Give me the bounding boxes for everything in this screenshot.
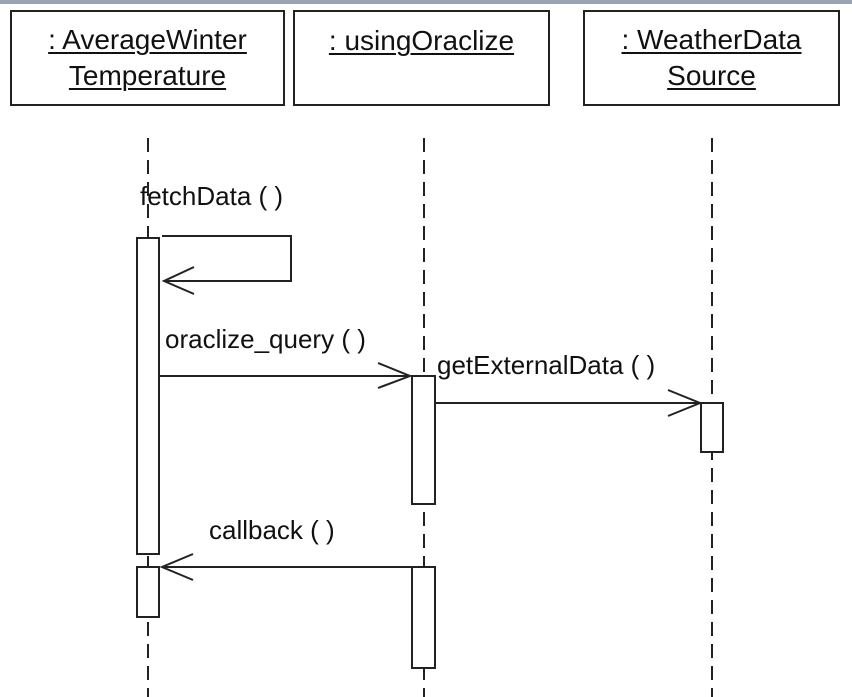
lifeline-weather-data-source[interactable]: : WeatherData Source: [583, 10, 840, 106]
arrowhead-callback: [159, 553, 194, 581]
lifeline-label-line1: : AverageWinter: [48, 24, 247, 55]
activation-bar-uo-query: [411, 375, 436, 505]
activation-bar-uo-callback: [411, 566, 436, 669]
arrowhead-oraclize-query: [377, 362, 413, 389]
activation-bar-awt-main: [136, 237, 160, 555]
lifeline-using-oraclize[interactable]: : usingOraclize: [293, 10, 550, 106]
message-arrow-fetchdata: [162, 235, 292, 282]
lifeline-label-line1: : WeatherData: [621, 24, 802, 55]
message-label-oraclize-query: oraclize_query ( ): [165, 324, 366, 354]
message-label-fetchdata: fetchData ( ): [140, 181, 284, 211]
message-label-get-external-data: getExternalData ( ): [437, 350, 656, 380]
lifeline-average-winter-temperature[interactable]: : AverageWinter Temperature: [10, 10, 285, 106]
activation-bar-awt-callback: [136, 566, 160, 618]
window-top-border: [0, 0, 852, 4]
lifeline-label-line2: Temperature: [68, 60, 227, 91]
lifeline-label-line1: : usingOraclize: [328, 25, 515, 56]
lifeline-label-line2: Source: [667, 60, 756, 91]
activation-bar-wds: [700, 402, 724, 453]
arrowhead-get-external-data: [667, 389, 703, 417]
message-label-callback: callback ( ): [209, 515, 335, 545]
arrowhead-fetchdata: [161, 266, 195, 295]
